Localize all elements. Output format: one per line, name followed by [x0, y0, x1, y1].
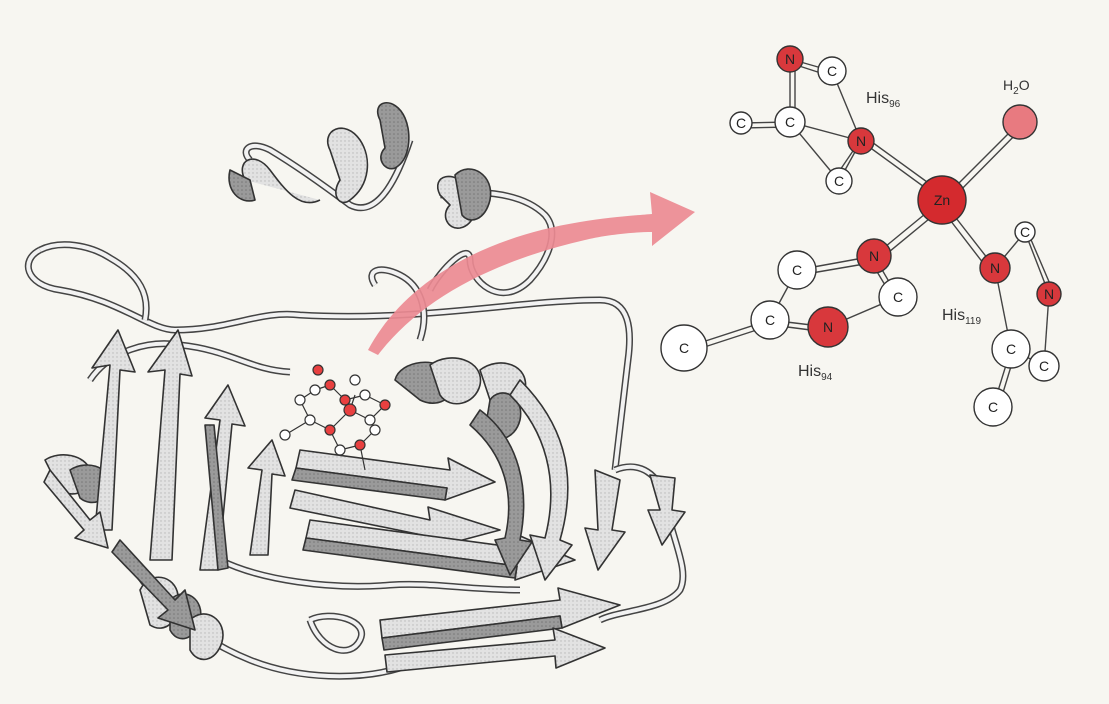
residue-label-his96: His96 — [866, 90, 901, 110]
atom-label-c: C — [893, 289, 903, 305]
residue-label-his119: His119 — [942, 307, 981, 327]
atom-label-c: C — [1039, 358, 1049, 374]
atom-label-n: N — [1044, 286, 1054, 302]
atom-label-n: N — [785, 51, 795, 67]
atoms — [661, 46, 1061, 426]
alpha-helix-center — [395, 358, 526, 439]
atom-label-c: C — [1020, 224, 1030, 240]
water-label: H2O — [1003, 77, 1030, 97]
atom-label-c: C — [792, 262, 802, 278]
atom-label-c: C — [834, 173, 844, 189]
atom-label-c: C — [736, 115, 746, 131]
residue-label-his94: His94 — [798, 363, 833, 383]
protein-ribbon — [28, 103, 685, 676]
zinc-label: Zn — [934, 192, 950, 208]
atom-label-c: C — [785, 114, 795, 130]
atom-label-c: C — [827, 63, 837, 79]
atom-label-n: N — [869, 248, 879, 264]
atom-label-c: C — [1006, 341, 1016, 357]
beta-sheet — [44, 330, 685, 672]
atom-label-c: C — [765, 312, 775, 328]
atom-label-c: C — [679, 340, 689, 356]
atom-label-n: N — [990, 260, 1000, 276]
active-site-detail: N C C C N C Zn N C C C N C N C N C C C H… — [661, 46, 1061, 426]
atom-label-n: N — [856, 133, 866, 149]
atom-label-n: N — [823, 319, 833, 335]
atom-label-c: C — [988, 399, 998, 415]
water-oxygen-atom — [1003, 105, 1037, 139]
